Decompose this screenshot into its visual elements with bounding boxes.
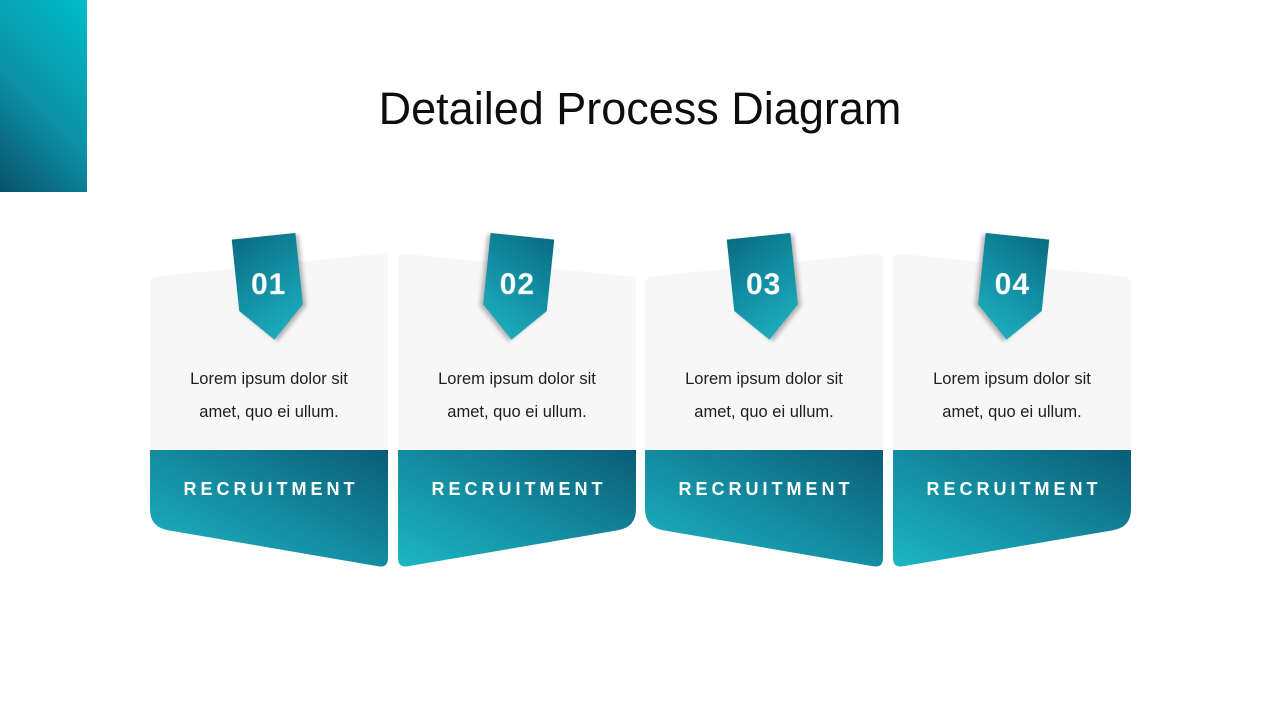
card-shape (398, 253, 636, 567)
step-description-line: Lorem ipsum dolor sit (190, 370, 348, 388)
step-label: RECRUITMENT (926, 479, 1102, 499)
process-step-card-1: 01 Lorem ipsum dolor sit amet, quo ei ul… (150, 225, 388, 585)
ribbon-banner: 01 (232, 233, 307, 343)
card-shape (150, 253, 388, 567)
step-number: 03 (745, 268, 782, 302)
step-label: RECRUITMENT (183, 479, 359, 499)
step-description: Lorem ipsum dolor sit amet, quo ei ullum… (901, 363, 1123, 429)
slide-title: Detailed Process Diagram (378, 83, 902, 134)
step-number: 04 (994, 268, 1031, 302)
step-description-line: Lorem ipsum dolor sit (685, 370, 843, 388)
step-number: 02 (499, 268, 536, 302)
ribbon-banner: 02 (480, 233, 555, 343)
step-number-ribbon: 01 (232, 233, 307, 343)
step-number-ribbon: 02 (480, 233, 555, 343)
step-label: RECRUITMENT (431, 479, 607, 499)
step-description-line: amet, quo ei ullum. (694, 403, 834, 421)
step-description-line: amet, quo ei ullum. (942, 403, 1082, 421)
step-description: Lorem ipsum dolor sit amet, quo ei ullum… (653, 363, 875, 429)
step-number: 01 (250, 268, 287, 302)
card-shape (893, 253, 1131, 567)
step-description: Lorem ipsum dolor sit amet, quo ei ullum… (406, 363, 628, 429)
step-description-line: amet, quo ei ullum. (199, 403, 339, 421)
process-step-card-4: 04 Lorem ipsum dolor sit amet, quo ei ul… (893, 225, 1131, 585)
process-step-card-2: 02 Lorem ipsum dolor sit amet, quo ei ul… (398, 225, 636, 585)
corner-accent-bar (0, 0, 87, 192)
step-number-ribbon: 03 (727, 233, 802, 343)
step-number-ribbon: 04 (975, 233, 1050, 343)
step-label: RECRUITMENT (678, 479, 854, 499)
step-description: Lorem ipsum dolor sit amet, quo ei ullum… (158, 363, 380, 429)
step-description-line: Lorem ipsum dolor sit (933, 370, 1091, 388)
ribbon-banner: 03 (727, 233, 802, 343)
step-description-line: Lorem ipsum dolor sit (438, 370, 596, 388)
ribbon-banner: 04 (975, 233, 1050, 343)
process-step-card-3: 03 Lorem ipsum dolor sit amet, quo ei ul… (645, 225, 883, 585)
card-shape (645, 253, 883, 567)
step-description-line: amet, quo ei ullum. (447, 403, 587, 421)
